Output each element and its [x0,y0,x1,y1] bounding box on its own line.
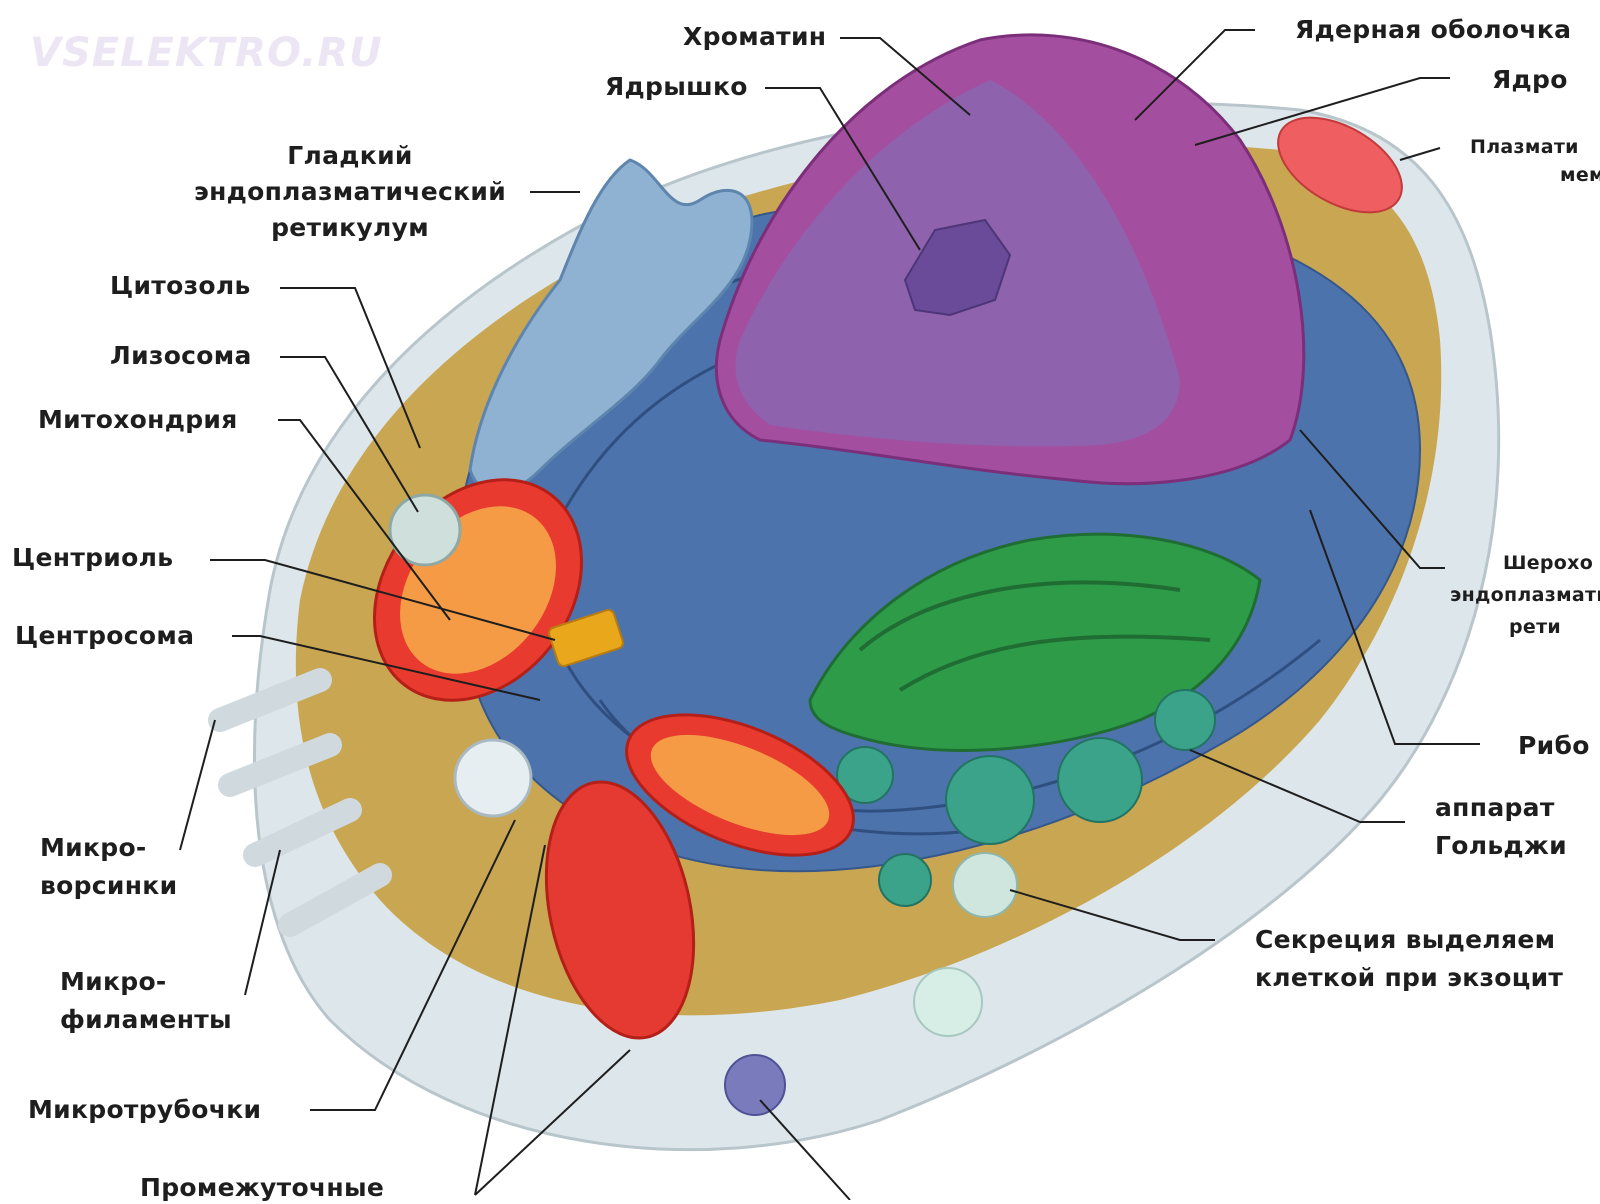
leader-rough-er [1299,429,1445,569]
leader-microvilli [179,719,216,851]
label-rough-er-1: Шерохо [1502,552,1594,574]
leader-golgi [1189,749,1405,823]
leader-ribosomes [1309,509,1480,745]
label-centriole: Центриоль [12,543,174,572]
leader-cytosol [280,287,421,449]
label-microfilaments-2: филаменты [60,1005,232,1034]
label-nucleolus: Ядрышко [605,72,748,101]
secretory-vesicle [945,755,1035,845]
label-rough-er-2: эндоплазмати [1450,584,1600,606]
label-microtubules: Микротрубочки [28,1095,262,1124]
label-microvilli-2: ворсинки [40,871,178,900]
peroxisome [453,738,533,818]
label-golgi-1: аппарат [1435,793,1555,822]
microvillus [208,668,332,732]
microvillus [243,798,362,867]
leader-centrosome [232,635,541,701]
label-smooth-er-1: Гладкий [287,141,413,170]
vesicle [724,1054,786,1116]
exocytosis-vesicle [952,852,1018,918]
leader-nucleus [1194,77,1450,146]
label-plasma-membrane-2: мем [1560,164,1600,186]
smooth-er [468,158,754,494]
leader-nucleolus [765,87,921,251]
label-ribosomes: Рибо [1518,731,1590,760]
leader-microtubules [310,819,516,1111]
microvillus [278,863,392,937]
leader-lysosome [280,356,419,513]
label-cytosol: Цитозоль [110,271,251,300]
leader-mitochondrion [278,419,451,621]
leader-chromatin [840,37,971,116]
golgi-cisterna [898,634,1211,692]
label-nuclear-envelope: Ядерная оболочка [1295,15,1572,44]
mitochondrion [1277,116,1403,214]
label-smooth-er-3: ретикулум [271,213,429,242]
leader-microfilaments [244,849,281,996]
watermark: VSELEKTRO.RU [30,30,383,76]
leader-intermediate [474,844,546,1196]
label-microvilli-1: Микро- [40,833,147,862]
golgi-cisterna [858,580,1181,652]
secretory-vesicle [1154,689,1216,751]
label-rough-er-3: рети [1508,616,1561,638]
label-chromatin: Хроматин [683,22,827,51]
leader-intermediate [474,1049,631,1196]
lysosome [388,493,462,567]
label-centrosome: Центросома [15,621,195,650]
membrane-vesicle [913,967,983,1037]
mitochondrion [544,780,696,1040]
label-secretion-1: Секреция выделяем [1255,925,1556,954]
label-nucleus: Ядро [1492,65,1568,94]
leader-nuclear-envelope [1134,29,1255,121]
label-secretion-2: клеткой при экзоцит [1255,963,1564,992]
secretory-vesicle [1057,737,1143,823]
label-microfilaments-1: Микро- [60,967,167,996]
nucleolus [903,218,1012,317]
leader-centriole [210,559,556,641]
microvillus [218,733,342,797]
leader-plasma-membrane [1399,147,1441,161]
leader-secretion [1009,889,1215,941]
label-golgi-2: Гольджи [1435,831,1567,860]
label-plasma-membrane-1: Плазмати [1470,136,1579,158]
label-intermediate: Промежуточные [140,1173,385,1202]
label-mitochondrion: Митохондрия [38,405,238,434]
centriole [548,609,624,667]
mitochondrion-inner [650,734,830,836]
leader-vesicle [759,1099,851,1200]
label-smooth-er-2: эндоплазматический [193,177,507,206]
secretory-vesicle [878,853,932,907]
secretory-vesicle [836,746,894,804]
label-lysosome: Лизосома [110,341,252,370]
